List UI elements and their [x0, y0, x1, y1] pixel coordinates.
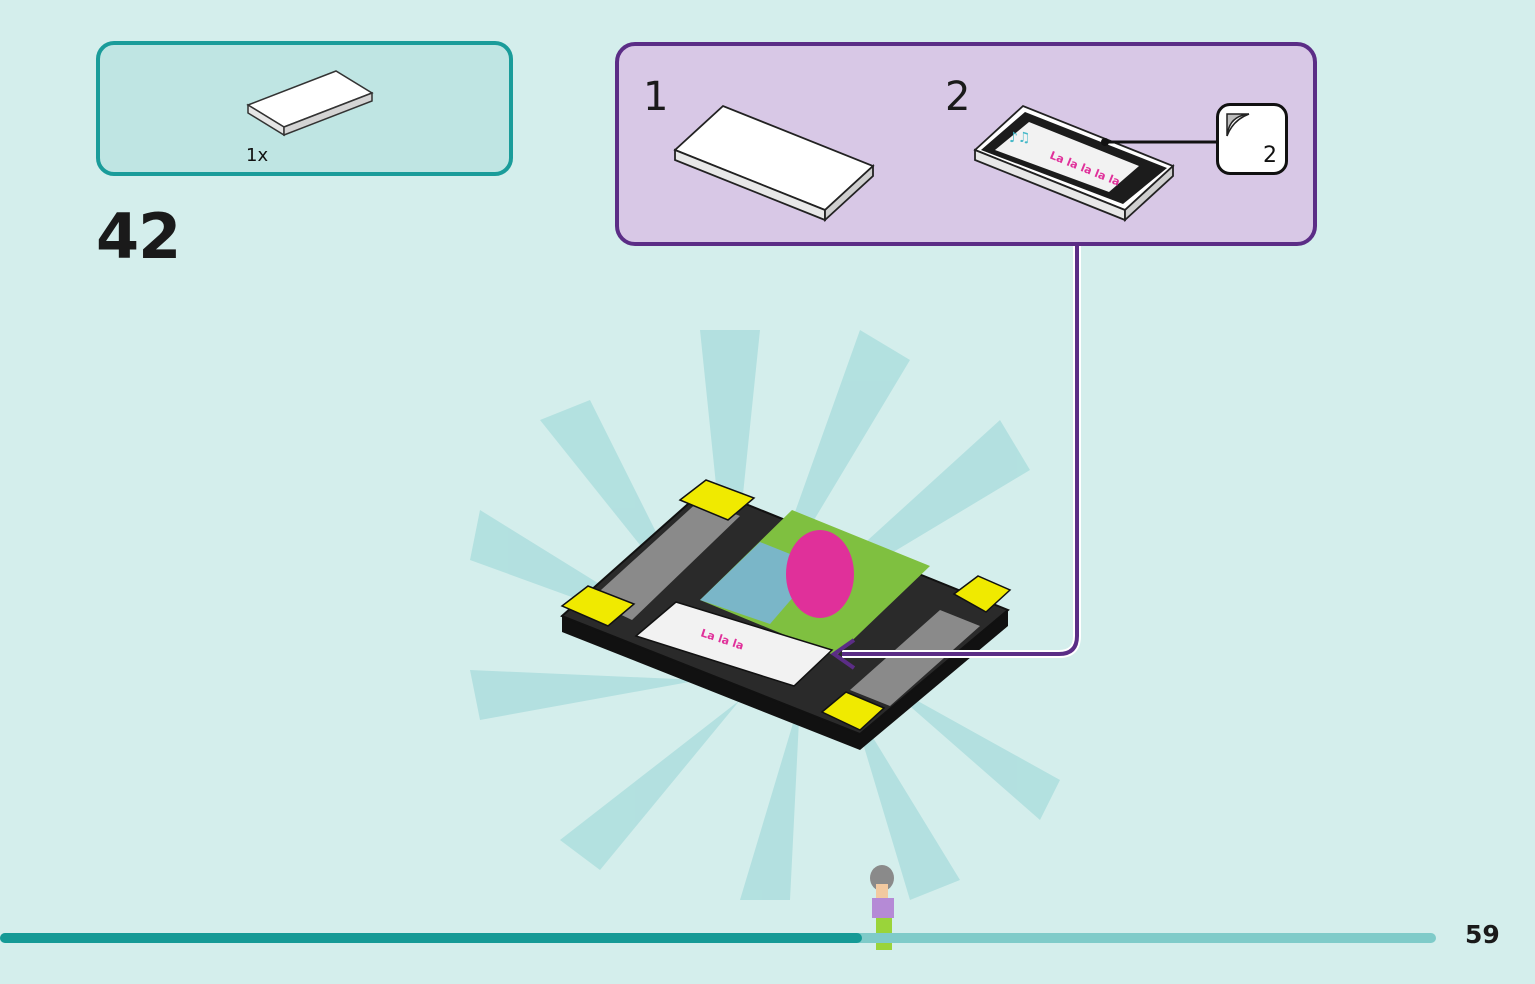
- sticker-sheet-icon: [1226, 113, 1250, 137]
- white-tile-piece: [246, 70, 374, 137]
- arrow-head-icon: [830, 638, 856, 670]
- page-progress-fill: [0, 933, 862, 943]
- sub-step-2-label: 2: [945, 74, 971, 120]
- stage-model: La la la: [560, 479, 1012, 750]
- placement-arrow: [830, 246, 1081, 670]
- highlight-burst: [470, 330, 1060, 900]
- page-number: 59: [1465, 920, 1500, 949]
- page-progress-bar: [0, 933, 1436, 943]
- sub-step-1-label: 1: [643, 74, 669, 120]
- plain-tile-piece: [673, 104, 875, 223]
- step-number: 42: [96, 200, 181, 273]
- sticker-callout: 2: [1216, 103, 1288, 175]
- part-quantity: 1x: [246, 145, 269, 166]
- sticker-number: 2: [1263, 143, 1277, 168]
- decorated-tile-piece: La la la la la ♪♫: [973, 104, 1175, 223]
- sub-assembly-pieces: La la la la la ♪♫: [673, 104, 1219, 223]
- parts-list-box: 1x: [96, 41, 513, 176]
- music-note-icon: ♪♫: [1009, 130, 1031, 146]
- sub-assembly-box: 1 2 La la la la la ♪♫: [615, 42, 1317, 246]
- svg-text:La la la: La la la: [699, 626, 745, 652]
